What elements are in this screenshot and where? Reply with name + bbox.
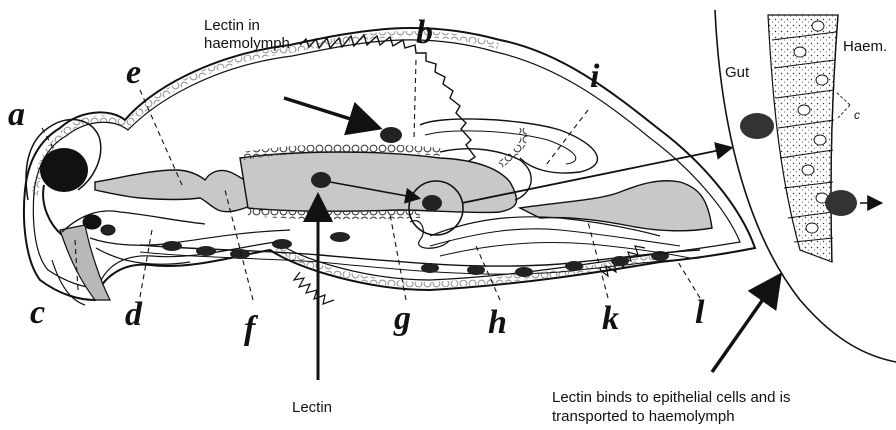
letter-a: a bbox=[8, 98, 25, 132]
inset-lectin-gut bbox=[740, 113, 774, 139]
label-lectin: Lectin bbox=[292, 399, 332, 417]
label-gut: Gut bbox=[725, 64, 749, 82]
arrow-lectin-haemolymph bbox=[284, 98, 376, 127]
arrow-binds bbox=[712, 278, 778, 372]
inset-epithelium bbox=[715, 10, 896, 362]
letter-g: g bbox=[394, 302, 411, 336]
letter-k: k bbox=[602, 302, 619, 336]
label-binds-epithelial: Lectin binds to epithelial cells and is … bbox=[552, 388, 852, 426]
label-lectin-in-haemolymph: Lectin in haemolymph bbox=[204, 17, 324, 53]
label-haem: Haem. bbox=[843, 38, 887, 56]
letter-c: c bbox=[30, 296, 45, 330]
inset-lectin-haem bbox=[825, 190, 857, 216]
letter-e: e bbox=[126, 56, 141, 90]
lectin-wall-dot bbox=[422, 195, 442, 211]
letter-l: l bbox=[695, 296, 704, 330]
letter-h: h bbox=[488, 306, 507, 340]
arrows bbox=[284, 98, 778, 380]
label-c-small: c bbox=[854, 106, 860, 124]
letter-i: i bbox=[590, 60, 599, 94]
lectin-gut-dot bbox=[311, 172, 331, 188]
letter-d: d bbox=[125, 298, 142, 332]
brain-ganglion bbox=[40, 148, 88, 192]
midgut bbox=[240, 119, 597, 215]
letter-b: b bbox=[416, 16, 433, 50]
lectin-haemolymph-dot bbox=[380, 127, 402, 143]
letter-f: f bbox=[244, 312, 255, 346]
